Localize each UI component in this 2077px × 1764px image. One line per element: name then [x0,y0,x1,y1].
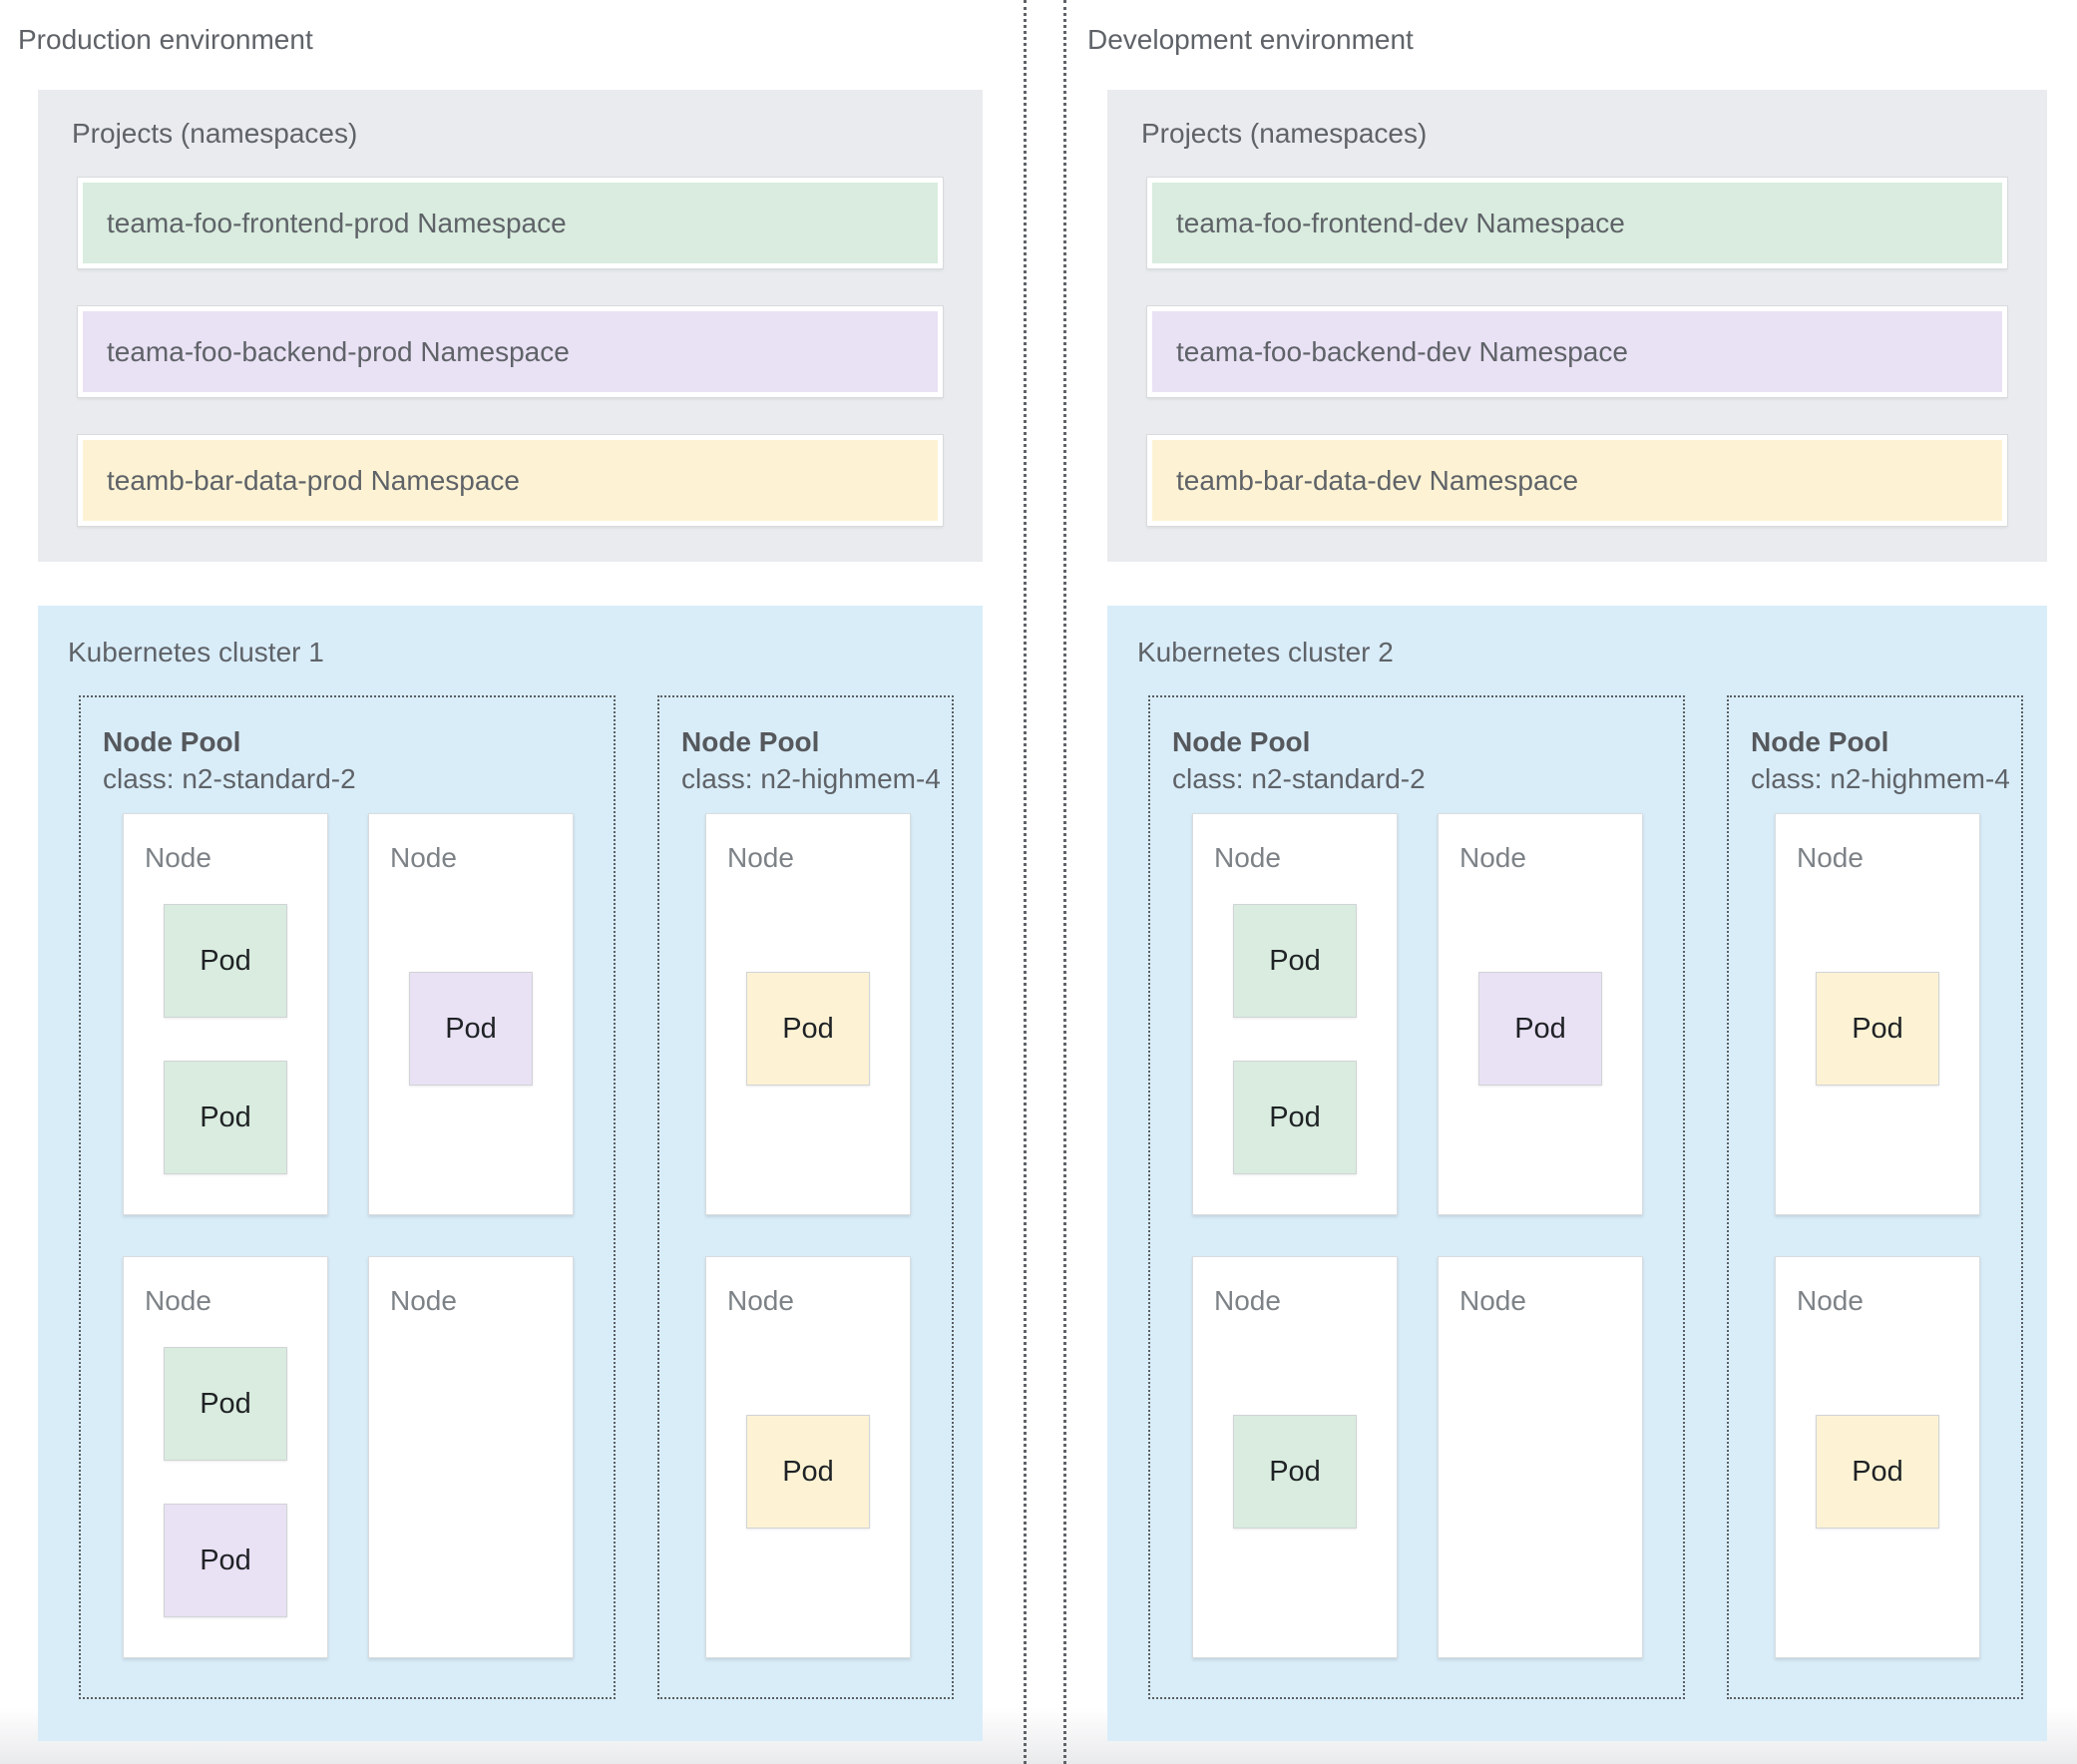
node-pool-title: Node Pool [103,726,241,757]
namespace-box: teama-foo-frontend-prod Namespace [78,178,943,268]
node-label: Node [1797,1285,1864,1316]
environment-separator-line-left [1024,0,1027,1764]
namespace-box: teama-foo-backend-dev Namespace [1147,306,2007,397]
namespace-label: teamb-bar-data-prod Namespace [107,464,520,496]
environment-title: Production environment [18,24,313,55]
pod-box: Pod [1478,972,1602,1086]
pod-box: Pod [746,972,870,1086]
node-label: Node [145,1285,211,1316]
node-pool-title: Node Pool [1172,726,1311,757]
node-label: Node [1459,842,1526,873]
pod-box: Pod [164,1347,287,1461]
projects-title: Projects (namespaces) [1141,118,1428,149]
node-pool-class: class: n2-highmem-4 [681,763,941,794]
pod-box: Pod [1233,1061,1357,1174]
node-label: Node [390,842,457,873]
projects-box: Projects (namespaces) teama-foo-frontend-… [1107,90,2047,562]
node-pool-header: Node Pool class: n2-standard-2 [103,723,356,797]
cluster-box: Kubernetes cluster 1 Node Pool class: n2-s… [38,606,983,1741]
namespace-box: teamb-bar-data-prod Namespace [78,435,943,526]
node-pool-class: class: n2-standard-2 [103,763,356,794]
pod-box: Pod [164,1061,287,1174]
environment-title: Development environment [1087,24,1414,55]
pod-box: Pod [1233,904,1357,1018]
node-pool-title: Node Pool [681,726,820,757]
node-box: Node [368,1256,574,1658]
pod-box: Pod [1816,1415,1939,1529]
node-pool-class: class: n2-standard-2 [1172,763,1426,794]
node-label: Node [727,1285,794,1316]
namespace-label: teamb-bar-data-dev Namespace [1176,464,1579,496]
environment-separator-line-right [1063,0,1066,1764]
projects-box: Projects (namespaces) teama-foo-frontend-… [38,90,983,562]
namespace-label: teama-foo-backend-prod Namespace [107,335,570,367]
projects-title: Projects (namespaces) [72,118,358,149]
node-label: Node [390,1285,457,1316]
node-label: Node [1459,1285,1526,1316]
namespace-label: teama-foo-frontend-dev Namespace [1176,207,1625,238]
node-label: Node [1214,842,1281,873]
node-label: Node [727,842,794,873]
node-pool-title: Node Pool [1751,726,1889,757]
pod-box: Pod [1816,972,1939,1086]
node-label: Node [1214,1285,1281,1316]
node-pool-header: Node Pool class: n2-standard-2 [1172,723,1426,797]
namespace-box: teamb-bar-data-dev Namespace [1147,435,2007,526]
namespace-label: teama-foo-backend-dev Namespace [1176,335,1628,367]
namespace-label: teama-foo-frontend-prod Namespace [107,207,567,238]
namespace-box: teama-foo-frontend-dev Namespace [1147,178,2007,268]
cluster-title: Kubernetes cluster 1 [68,637,324,667]
namespace-box: teama-foo-backend-prod Namespace [78,306,943,397]
pod-box: Pod [164,904,287,1018]
node-label: Node [1797,842,1864,873]
node-pool-class: class: n2-highmem-4 [1751,763,2010,794]
node-pool-header: Node Pool class: n2-highmem-4 [681,723,941,797]
pod-box: Pod [746,1415,870,1529]
node-pool-header: Node Pool class: n2-highmem-4 [1751,723,2010,797]
pod-box: Pod [164,1504,287,1617]
pod-box: Pod [409,972,533,1086]
node-label: Node [145,842,211,873]
cluster-box: Kubernetes cluster 2 Node Pool class: n2-s… [1107,606,2047,1741]
pod-box: Pod [1233,1415,1357,1529]
node-box: Node [1438,1256,1643,1658]
cluster-title: Kubernetes cluster 2 [1137,637,1394,667]
